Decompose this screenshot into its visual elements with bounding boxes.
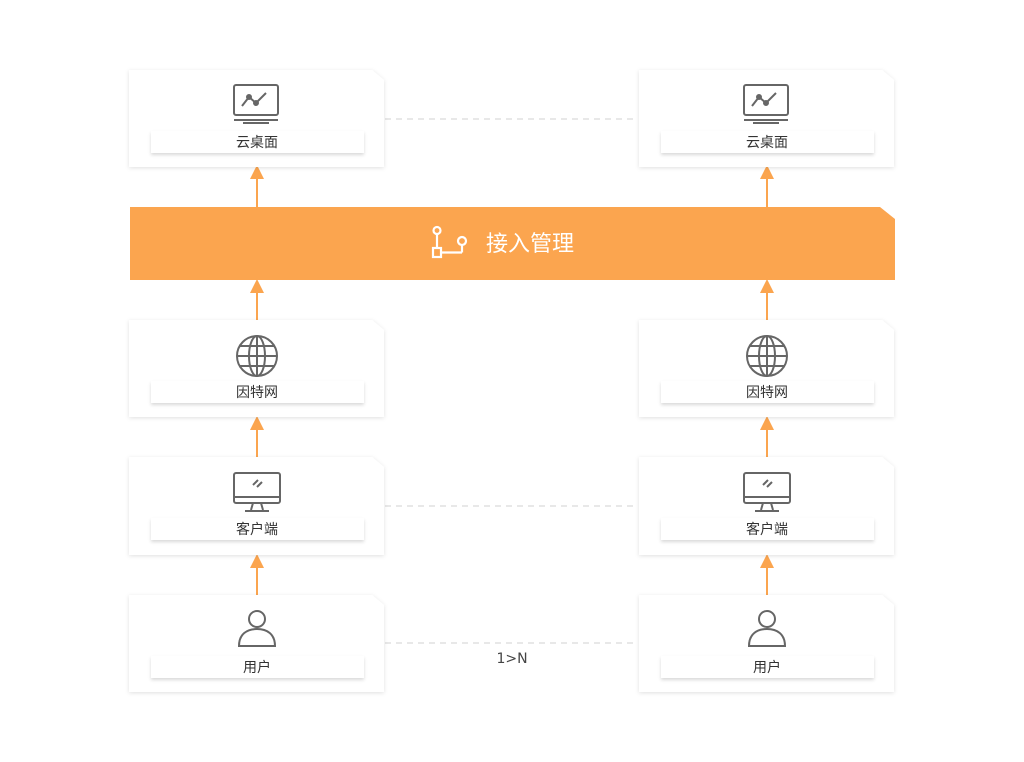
node-label-cloud-desktop: 云桌面 (746, 135, 788, 151)
node-label-cloud-desktop: 云桌面 (236, 135, 278, 151)
node-user-left: 用户 (129, 595, 384, 692)
node-internet-left: 因特网 (129, 320, 384, 417)
node-client-right: 客户端 (639, 457, 894, 555)
node-label-client: 客户端 (236, 521, 278, 538)
node-internet-right: 因特网 (639, 320, 894, 417)
node-cloud-desktop-left: 云桌面 (129, 70, 384, 167)
node-label-internet: 因特网 (746, 385, 788, 401)
monitor-chart-icon (233, 84, 279, 124)
desktop-computer-icon (743, 472, 791, 512)
node-label-client: 客户端 (746, 521, 788, 538)
banner-label: 接入管理 (486, 232, 574, 257)
dashed-connectors (385, 118, 638, 644)
node-label-user: 用户 (243, 659, 271, 676)
globe-icon (746, 335, 788, 377)
desktop-computer-icon (233, 472, 281, 512)
monitor-chart-icon (743, 84, 789, 124)
node-label-user: 用户 (753, 659, 781, 676)
access-management-banner: 接入管理 (130, 207, 895, 280)
user-icon (237, 610, 277, 647)
branch-icon (431, 225, 468, 259)
ratio-label: 1>N (496, 651, 527, 667)
globe-icon (236, 335, 278, 377)
node-user-right: 用户 (639, 595, 894, 692)
user-icon (747, 610, 787, 647)
node-cloud-desktop-right: 云桌面 (639, 70, 894, 167)
node-label-internet: 因特网 (236, 385, 278, 401)
node-client-left: 客户端 (129, 457, 384, 555)
